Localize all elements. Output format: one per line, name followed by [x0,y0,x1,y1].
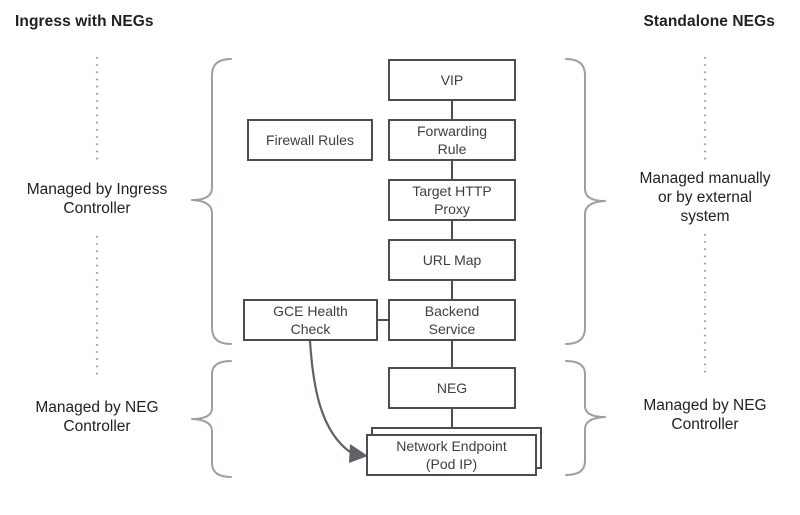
right-lower-brace [565,360,606,476]
node-gce-health-check: GCE Health Check [243,299,378,341]
node-target-http-proxy: Target HTTP Proxy [388,179,516,221]
node-firewall-rules: Firewall Rules [247,119,373,161]
health-check-arrow [308,340,351,453]
label-managed-by-neg-controller-left: Managed by NEG Controller [35,399,159,435]
right-upper-brace [565,58,606,345]
label-managed-by-neg-controller-right: Managed by NEG Controller [643,397,767,433]
label-managed-manually: Managed manually or by external system [639,170,771,225]
node-vip: VIP [388,59,516,101]
node-network-endpoint: Network Endpoint (Pod IP) [366,434,537,476]
node-url-map: URL Map [388,239,516,281]
title-standalone-negs: Standalone NEGs [643,13,775,30]
label-managed-by-ingress-controller: Managed by Ingress Controller [26,181,168,217]
node-backend-service: Backend Service [388,299,516,341]
node-forwarding-rule: Forwarding Rule [388,119,516,161]
left-upper-brace [191,58,232,345]
left-lower-brace [191,360,232,478]
title-ingress-with-negs: Ingress with NEGs [15,13,154,30]
node-neg: NEG [388,367,516,409]
